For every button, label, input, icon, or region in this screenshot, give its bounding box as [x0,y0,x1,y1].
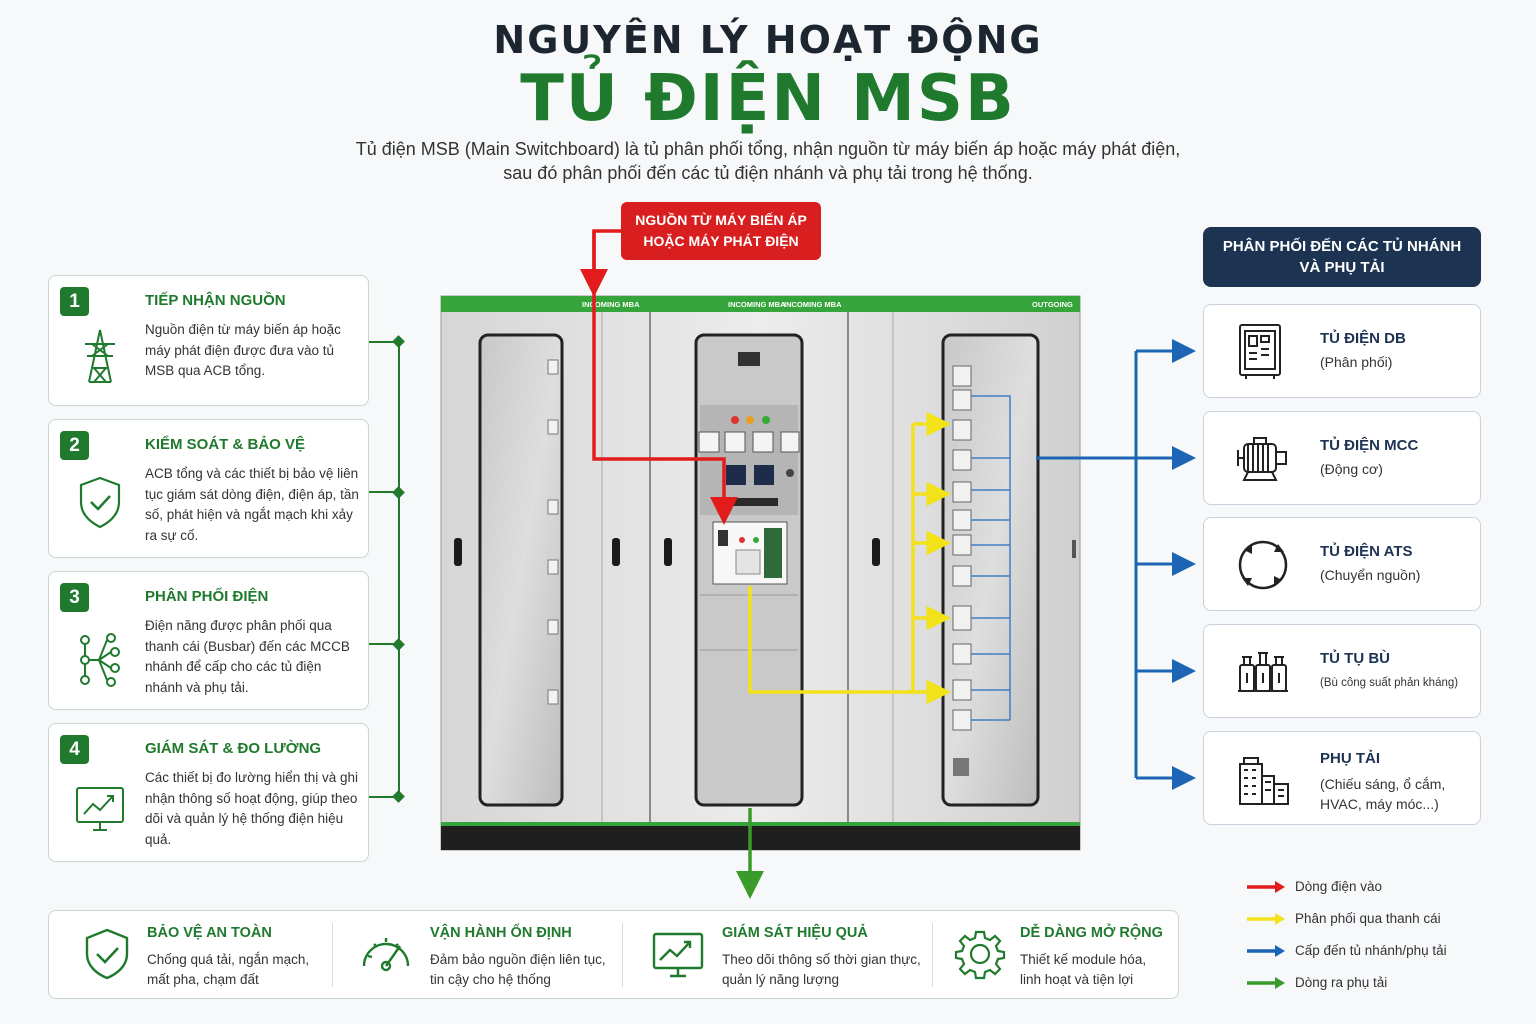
legend-label: Dòng ra phụ tải [1295,975,1388,990]
feature-title: BẢO VỆ AN TOÀN [147,925,272,941]
db-panel-icon [1239,324,1281,379]
step-text: Nguồn điện từ máy biến áp hoặc máy phát … [145,322,341,378]
step-card-1: 1 TIẾP NHẬN NGUỒN Nguồn điện từ máy biến… [48,275,369,406]
destination-title: TỦ ĐIỆN MCC [1320,437,1419,454]
incoming-flow-line [592,229,738,525]
red-arrow-icon [1247,881,1285,893]
msb-cabinet [440,295,1081,851]
cabinet-label-3: INCOMING MBA [784,300,842,309]
feature-text: Chống quá tải, ngắn mạch, mất pha, chạm … [147,952,310,987]
step-number: 1 [60,287,89,316]
feature-text: Thiết kế module hóa, linh hoạt và tiện l… [1020,952,1147,987]
monitor-chart-icon [76,787,124,831]
destination-subtitle: (Phân phối) [1320,354,1393,370]
cabinet-label-1: INCOMING MBA [582,300,640,309]
shield-check-icon [79,476,121,529]
shield-check-icon [85,928,129,980]
distribution-flow [1036,339,1196,790]
step-text: Điện năng được phân phối qua thanh cái (… [145,618,350,695]
step-title: PHÂN PHỐI ĐIỆN [145,588,269,605]
cabinet-label-4: OUTGOING [1032,300,1073,309]
gauge-icon [362,938,410,972]
capacitor-icon [1238,652,1288,692]
monitor-chart-icon [652,932,704,978]
feature-expandable: DỄ DÀNG MỞ RỘNG Thiết kế module hóa, lin… [932,911,1180,1000]
feature-monitoring: GIÁM SÁT HIỆU QUẢ Theo dõi thông số thời… [622,911,932,1000]
destination-card-db: TỦ ĐIỆN DB (Phân phối) [1203,304,1481,398]
yellow-arrow-icon [1247,913,1285,925]
description-line2: sau đó phân phối đến các tủ điện nhánh v… [503,163,1033,183]
step-card-4: 4 GIÁM SÁT & ĐO LƯỜNG Các thiết bị đo lư… [48,723,369,862]
feature-stable: VẬN HÀNH ỔN ĐỊNH Đảm bảo nguồn điện liên… [332,911,622,1000]
destination-card-mcc: TỦ ĐIỆN MCC (Động cơ) [1203,411,1481,505]
motor-icon [1237,437,1287,481]
step-number: 2 [60,431,89,460]
blue-arrow-icon [1247,945,1285,957]
page-title-line2: TỦ ĐIỆN MSB [520,62,1016,136]
step-text: Các thiết bị đo lường hiển thị và ghi nh… [145,770,359,847]
distribution-header-line1: PHÂN PHỐI ĐẾN CÁC TỦ NHÁNH [1222,238,1462,255]
legend-item-outgoing: Dòng ra phụ tải [1247,974,1527,994]
features-bar: BẢO VỆ AN TOÀN Chống quá tải, ngắn mạch,… [48,910,1179,999]
destination-card-ats: TỦ ĐIỆN ATS (Chuyển nguồn) [1203,517,1481,611]
source-label-line2: HOẶC MÁY PHÁT ĐIỆN [643,233,799,249]
destination-subtitle: (Động cơ) [1320,461,1383,477]
source-label-line1: NGUỒN TỪ MÁY BIẾN ÁP [635,212,807,228]
step-card-3: 3 PHÂN PHỐI ĐIỆN Điện năng được phân phố… [48,571,369,710]
cabinet-label-2: INCOMING MBA [728,300,786,309]
feature-divider [932,923,933,987]
destination-title: TỦ ĐIỆN ATS [1320,543,1413,560]
legend-label: Dòng điện vào [1295,879,1383,894]
green-arrow-icon [1247,977,1285,989]
destination-title: TỦ TỤ BÙ [1320,650,1390,667]
network-branch-icon [80,633,120,687]
page-title-line1: NGUYÊN LÝ HOẠT ĐỘNG [493,18,1043,62]
feature-divider [332,923,333,987]
destination-subtitle: (Chiếu sáng, ổ cắm, HVAC, máy móc...) [1320,776,1446,812]
step-title: TIẾP NHẬN NGUỒN [145,292,286,309]
destination-subtitle: (Bù công suất phản kháng) [1320,677,1459,689]
feature-text: Đảm bảo nguồn điện liên tục, tin cậy cho… [430,952,606,987]
feature-divider [622,923,623,987]
destination-title: PHỤ TẢI [1320,750,1380,767]
legend-item-incoming: Dòng điện vào [1247,878,1527,898]
step-title: GIÁM SÁT & ĐO LƯỜNG [145,740,322,757]
destination-card-capacitor: TỦ TỤ BÙ (Bù công suất phản kháng) [1203,624,1481,718]
step-number: 3 [60,583,89,612]
power-tower-icon [85,329,115,383]
distribution-header-line2: VÀ PHỤ TẢI [1299,259,1385,276]
legend-label: Cấp đến tủ nhánh/phụ tải [1295,943,1447,958]
feature-text: Theo dõi thông số thời gian thực, quản l… [722,952,921,987]
feature-title: DỄ DÀNG MỞ RỘNG [1020,925,1163,941]
step-number: 4 [60,735,89,764]
feature-title: GIÁM SÁT HIỆU QUẢ [722,925,868,941]
mccb-column [952,365,972,776]
destination-title: TỦ ĐIỆN DB [1320,330,1406,347]
buildings-icon [1239,757,1289,805]
step-text: ACB tổng và các thiết bị bảo vệ liên tục… [145,466,359,543]
description-line1: Tủ điện MSB (Main Switchboard) là tủ phâ… [355,139,1181,159]
page-description: Tủ điện MSB (Main Switchboard) là tủ phâ… [0,137,1536,185]
feature-safety: BẢO VỆ AN TOÀN Chống quá tải, ngắn mạch,… [49,911,339,1000]
gear-icon [954,930,1006,980]
destination-card-load: PHỤ TẢI (Chiếu sáng, ổ cắm, HVAC, máy mó… [1203,731,1481,825]
busbar-flow [748,411,951,705]
transfer-cycle-icon [1238,540,1288,590]
destination-subtitle: (Chuyển nguồn) [1320,567,1421,583]
step-title: KIỂM SOÁT & BẢO VỆ [145,436,306,453]
source-label-box: NGUỒN TỪ MÁY BIẾN ÁP HOẶC MÁY PHÁT ĐIỆN [621,202,821,260]
legend-item-branch: Cấp đến tủ nhánh/phụ tải [1247,942,1527,962]
legend-label: Phân phối qua thanh cái [1295,911,1441,926]
step-card-2: 2 KIỂM SOÁT & BẢO VỆ ACB tổng và các thi… [48,419,369,558]
distribution-header-box: PHÂN PHỐI ĐẾN CÁC TỦ NHÁNH VÀ PHỤ TẢI [1203,227,1481,287]
steps-connector [369,341,400,798]
feature-title: VẬN HÀNH ỔN ĐỊNH [430,925,572,941]
legend-item-busbar: Phân phối qua thanh cái [1247,910,1527,930]
